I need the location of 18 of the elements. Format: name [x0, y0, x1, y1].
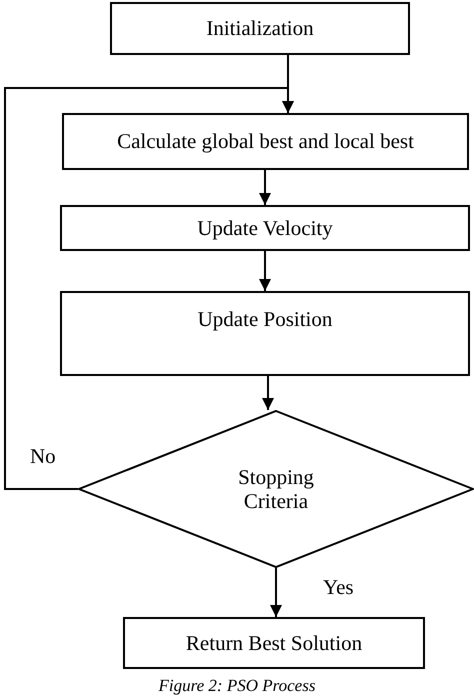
- decision-diamond: [78, 410, 474, 568]
- process-box: [60, 205, 470, 251]
- node-label: Initialization: [206, 16, 314, 41]
- process-box: [110, 2, 410, 55]
- node-label: Stopping Criteria: [237, 464, 315, 514]
- process-box: [62, 113, 469, 170]
- node-label: Update Velocity: [197, 216, 333, 240]
- node-label: Calculate global best and local best: [117, 129, 414, 154]
- arrow: [4, 87, 294, 490]
- arrow: [262, 376, 274, 410]
- node-label: Return Best Solution: [186, 630, 362, 656]
- arrow: [270, 568, 282, 617]
- figure-caption: Figure 2: PSO Process: [158, 676, 316, 696]
- arrow: [259, 251, 271, 291]
- arrow: [259, 170, 271, 205]
- process-box: [123, 617, 425, 669]
- node-label: Update Position: [198, 307, 332, 332]
- process-box: [60, 291, 470, 376]
